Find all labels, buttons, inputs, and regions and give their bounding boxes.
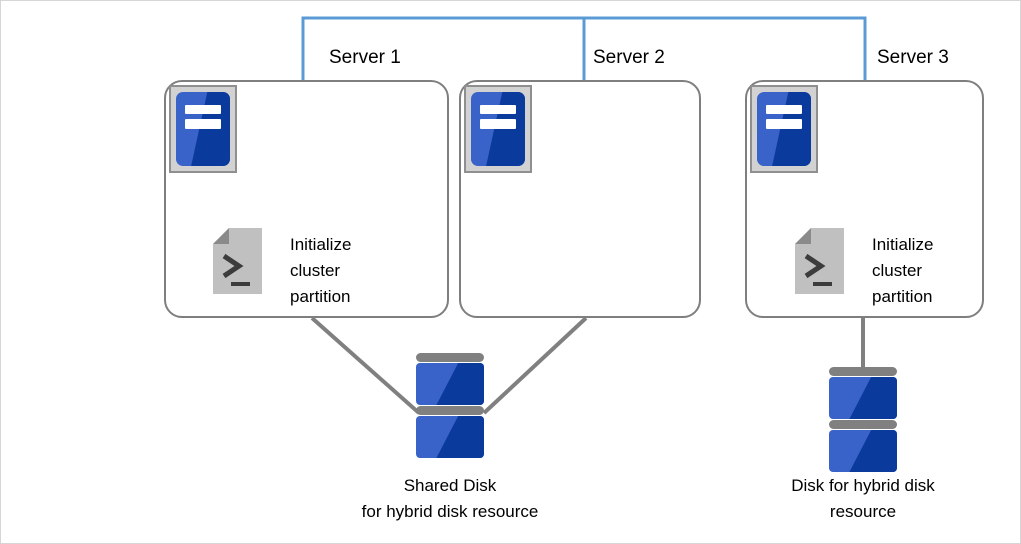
script-file-icon xyxy=(213,228,262,294)
server-box-1[interactable]: Initialize cluster partition xyxy=(164,80,449,318)
server-icon xyxy=(169,85,237,173)
script-file-icon xyxy=(795,228,844,294)
server-icon xyxy=(750,85,818,173)
shared-disk-caption: Shared Disk for hybrid disk resource xyxy=(361,476,539,521)
server-box-3[interactable]: Initialize cluster partition xyxy=(745,80,984,318)
server-label-3: Server 3 xyxy=(877,47,949,68)
disk-body-top xyxy=(416,363,484,405)
shared-disk-icon xyxy=(416,353,484,459)
script-caption-3: Initialize cluster partition xyxy=(872,235,934,306)
disk-body-top xyxy=(829,377,897,419)
server-box-2[interactable] xyxy=(459,80,701,318)
disk-plate-bottom xyxy=(829,420,897,429)
disk-body-bottom xyxy=(416,416,484,458)
disk-plate-top xyxy=(829,367,897,376)
connector-server1-shared-disk xyxy=(310,316,421,415)
server-label-2: Server 2 xyxy=(593,47,665,68)
server-label-1: Server 1 xyxy=(329,47,401,68)
disk-body-bottom xyxy=(829,430,897,472)
interconnect-network-line xyxy=(301,16,867,82)
hybrid-disk-icon xyxy=(829,367,897,473)
hybrid-disk-caption: Disk for hybrid disk resource xyxy=(791,476,935,521)
server-icon xyxy=(464,85,532,173)
disk-plate-top xyxy=(416,353,484,362)
disk-plate-bottom xyxy=(416,406,484,415)
connector-server2-shared-disk xyxy=(482,316,588,415)
script-caption-1: Initialize cluster partition xyxy=(290,235,352,306)
